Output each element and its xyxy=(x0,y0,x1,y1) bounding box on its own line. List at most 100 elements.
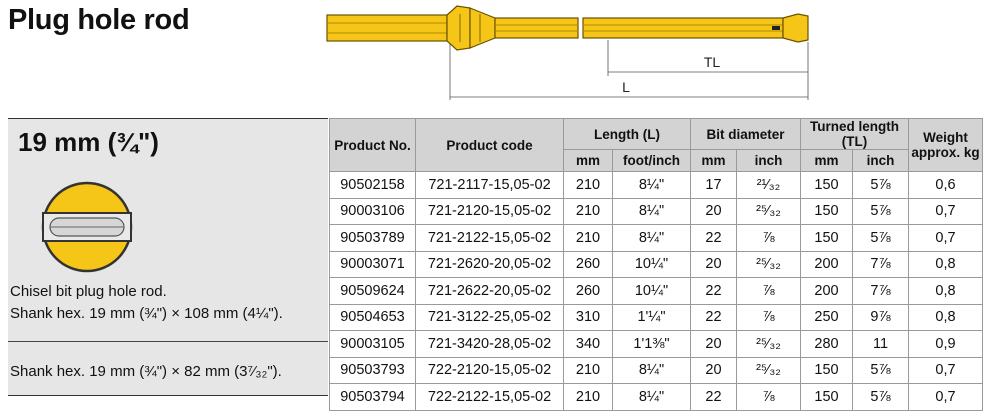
cell-tl-mm: 200 xyxy=(800,250,853,278)
group-divider xyxy=(8,341,328,342)
cell-tl-inch: 5⅞ xyxy=(852,356,909,384)
subheader-tl-inch: inch xyxy=(852,149,909,172)
header-weight-line2: approx. kg xyxy=(911,145,980,160)
cell-tl-mm: 150 xyxy=(800,171,853,199)
table-row: 90503794 722-2122-15,05-02 210 8¼" 22 ⅞ … xyxy=(329,383,983,411)
cell-tl-inch: 7⅞ xyxy=(852,250,909,278)
cell-bit-mm: 20 xyxy=(690,330,737,358)
header-weight-line1: Weight xyxy=(923,130,968,145)
cell-product-code: 721-2622-20,05-02 xyxy=(415,277,564,305)
subheader-bit-mm: mm xyxy=(690,149,737,172)
cell-product-code: 722-2120-15,05-02 xyxy=(415,356,564,384)
cell-bit-mm: 20 xyxy=(690,356,737,384)
subheader-tl-mm: mm xyxy=(800,149,853,172)
cell-bit-inch: ⅞ xyxy=(736,224,801,252)
bit-face-icon xyxy=(41,181,133,273)
cell-length-mm: 340 xyxy=(563,330,613,358)
cell-product-no: 90504653 xyxy=(329,303,416,331)
cell-bit-mm: 22 xyxy=(690,303,737,331)
header-turned-length: Turned length (TL) xyxy=(800,118,909,150)
cell-bit-inch: ²⁵⁄₃₂ xyxy=(736,250,801,278)
cell-product-no: 90503793 xyxy=(329,356,416,384)
cell-length-inch: 8¼" xyxy=(612,197,691,225)
cell-weight: 0,6 xyxy=(908,171,983,199)
cell-tl-mm: 250 xyxy=(800,303,853,331)
table-row: 90509624 721-2622-20,05-02 260 10¼" 22 ⅞… xyxy=(329,277,983,305)
cell-weight: 0,7 xyxy=(908,197,983,225)
cell-bit-inch: ⅞ xyxy=(736,277,801,305)
cell-product-code: 721-2117-15,05-02 xyxy=(415,171,564,199)
cell-product-no: 90503794 xyxy=(329,383,416,411)
spec-table: Product No. Product code Length (L) Bit … xyxy=(329,118,983,411)
cell-length-mm: 260 xyxy=(563,277,613,305)
group2-description-line1: Shank hex. 19 mm (¾") × 82 mm (3⁷⁄₃₂"). xyxy=(10,363,282,380)
header-product-no: Product No. xyxy=(329,118,416,172)
header-bit-diameter: Bit diameter xyxy=(690,118,801,150)
size-title: 19 mm (¾") xyxy=(18,127,159,157)
cell-tl-inch: 5⅞ xyxy=(852,383,909,411)
cell-length-inch: 8¼" xyxy=(612,224,691,252)
cell-length-mm: 210 xyxy=(563,171,613,199)
group1-description-line1: Chisel bit plug hole rod. xyxy=(10,283,167,300)
cell-length-inch: 8¼" xyxy=(612,383,691,411)
cell-bit-inch: ²⁵⁄₃₂ xyxy=(736,330,801,358)
cell-product-no: 90003071 xyxy=(329,250,416,278)
table-row: 90503793 722-2120-15,05-02 210 8¼" 20 ²⁵… xyxy=(329,356,983,384)
cell-product-no: 90509624 xyxy=(329,277,416,305)
cell-length-mm: 210 xyxy=(563,197,613,225)
cell-tl-mm: 280 xyxy=(800,330,853,358)
subheader-length-mm: mm xyxy=(563,149,613,172)
cell-tl-inch: 7⅞ xyxy=(852,277,909,305)
cell-tl-mm: 150 xyxy=(800,356,853,384)
cell-product-no: 90003105 xyxy=(329,330,416,358)
rod-drawing: TL L xyxy=(326,5,809,100)
tl-dimension-label: TL xyxy=(704,54,721,70)
cell-bit-inch: ⅞ xyxy=(736,383,801,411)
cell-bit-mm: 22 xyxy=(690,224,737,252)
cell-length-inch: 8¼" xyxy=(612,356,691,384)
cell-product-code: 721-2620-20,05-02 xyxy=(415,250,564,278)
page-title: Plug hole rod xyxy=(8,4,190,36)
table-row: 90504653 721-3122-25,05-02 310 1'¼" 22 ⅞… xyxy=(329,303,983,331)
cell-length-mm: 310 xyxy=(563,303,613,331)
cell-length-mm: 210 xyxy=(563,356,613,384)
cell-length-inch: 1'1⅜" xyxy=(612,330,691,358)
cell-length-inch: 10¼" xyxy=(612,277,691,305)
table-row: 90003071 721-2620-20,05-02 260 10¼" 20 ²… xyxy=(329,250,983,278)
cell-weight: 0,7 xyxy=(908,356,983,384)
cell-weight: 0,7 xyxy=(908,224,983,252)
cell-product-no: 90502158 xyxy=(329,171,416,199)
cell-tl-inch: 9⅞ xyxy=(852,303,909,331)
cell-tl-inch: 5⅞ xyxy=(852,197,909,225)
cell-tl-inch: 5⅞ xyxy=(852,171,909,199)
cell-weight: 0,7 xyxy=(908,383,983,411)
cell-weight: 0,9 xyxy=(908,330,983,358)
cell-bit-mm: 22 xyxy=(690,277,737,305)
cell-product-no: 90503789 xyxy=(329,224,416,252)
subheader-bit-inch: inch xyxy=(736,149,801,172)
cell-tl-mm: 200 xyxy=(800,277,853,305)
cell-weight: 0,8 xyxy=(908,277,983,305)
cell-bit-mm: 20 xyxy=(690,197,737,225)
header-length: Length (L) xyxy=(563,118,691,150)
cell-product-no: 90003106 xyxy=(329,197,416,225)
rod-body xyxy=(582,13,809,43)
cell-length-inch: 10¼" xyxy=(612,250,691,278)
cell-bit-mm: 22 xyxy=(690,383,737,411)
table-row: 90502158 721-2117-15,05-02 210 8¼" 17 ²¹… xyxy=(329,171,983,199)
cell-product-code: 721-3122-25,05-02 xyxy=(415,303,564,331)
rod-shank xyxy=(326,5,579,51)
subheader-length-foot-inch: foot/inch xyxy=(612,149,691,172)
cell-tl-mm: 150 xyxy=(800,383,853,411)
table-row: 90503789 721-2122-15,05-02 210 8¼" 22 ⅞ … xyxy=(329,224,983,252)
cell-bit-mm: 17 xyxy=(690,171,737,199)
cell-tl-mm: 150 xyxy=(800,224,853,252)
cell-weight: 0,8 xyxy=(908,303,983,331)
cell-product-code: 721-2122-15,05-02 xyxy=(415,224,564,252)
cell-tl-inch: 11 xyxy=(852,330,909,358)
cell-length-mm: 210 xyxy=(563,224,613,252)
cell-bit-mm: 20 xyxy=(690,250,737,278)
header-product-code: Product code xyxy=(415,118,564,172)
cell-weight: 0,8 xyxy=(908,250,983,278)
